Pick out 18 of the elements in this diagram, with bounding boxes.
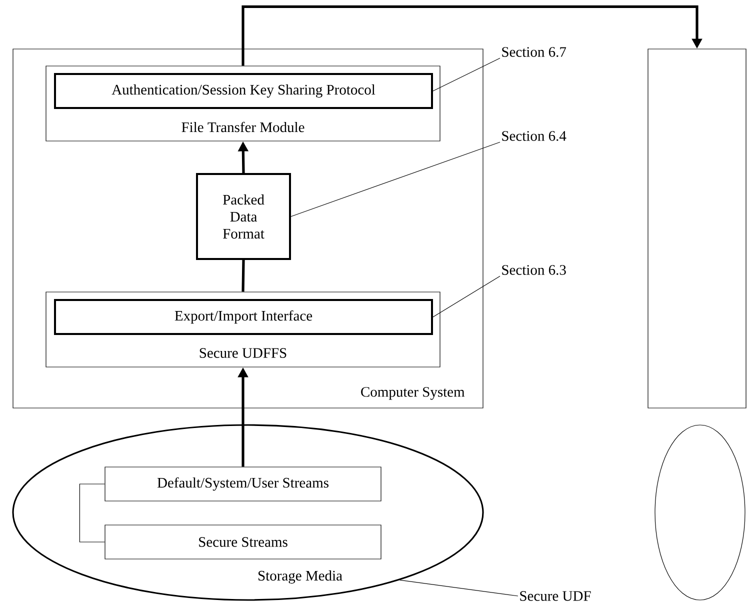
section-label: Section 6.4 — [502, 131, 566, 141]
protocol-box: Authentication/Session Key Sharing Protocol — [54, 73, 433, 109]
leader-line — [290, 142, 500, 217]
device-box — [648, 48, 746, 408]
media-label: Secure UDF — [520, 591, 591, 601]
leader-line — [432, 58, 500, 92]
format-box: Packed Data Format — [196, 173, 291, 260]
bracket-line — [79, 484, 105, 542]
interface-box: Export/Import Interface — [54, 299, 433, 335]
leader-line — [399, 580, 518, 596]
leader-line — [432, 276, 500, 318]
connector-line — [242, 260, 245, 292]
media-ellipse — [654, 424, 746, 600]
section-label: Section 6.3 — [502, 265, 566, 275]
stream-box: Secure Streams — [104, 524, 382, 560]
arrow — [242, 5, 702, 66]
stream-box: Default/System/User Streams — [104, 466, 382, 502]
section-label: Section 6.7 — [502, 47, 566, 57]
